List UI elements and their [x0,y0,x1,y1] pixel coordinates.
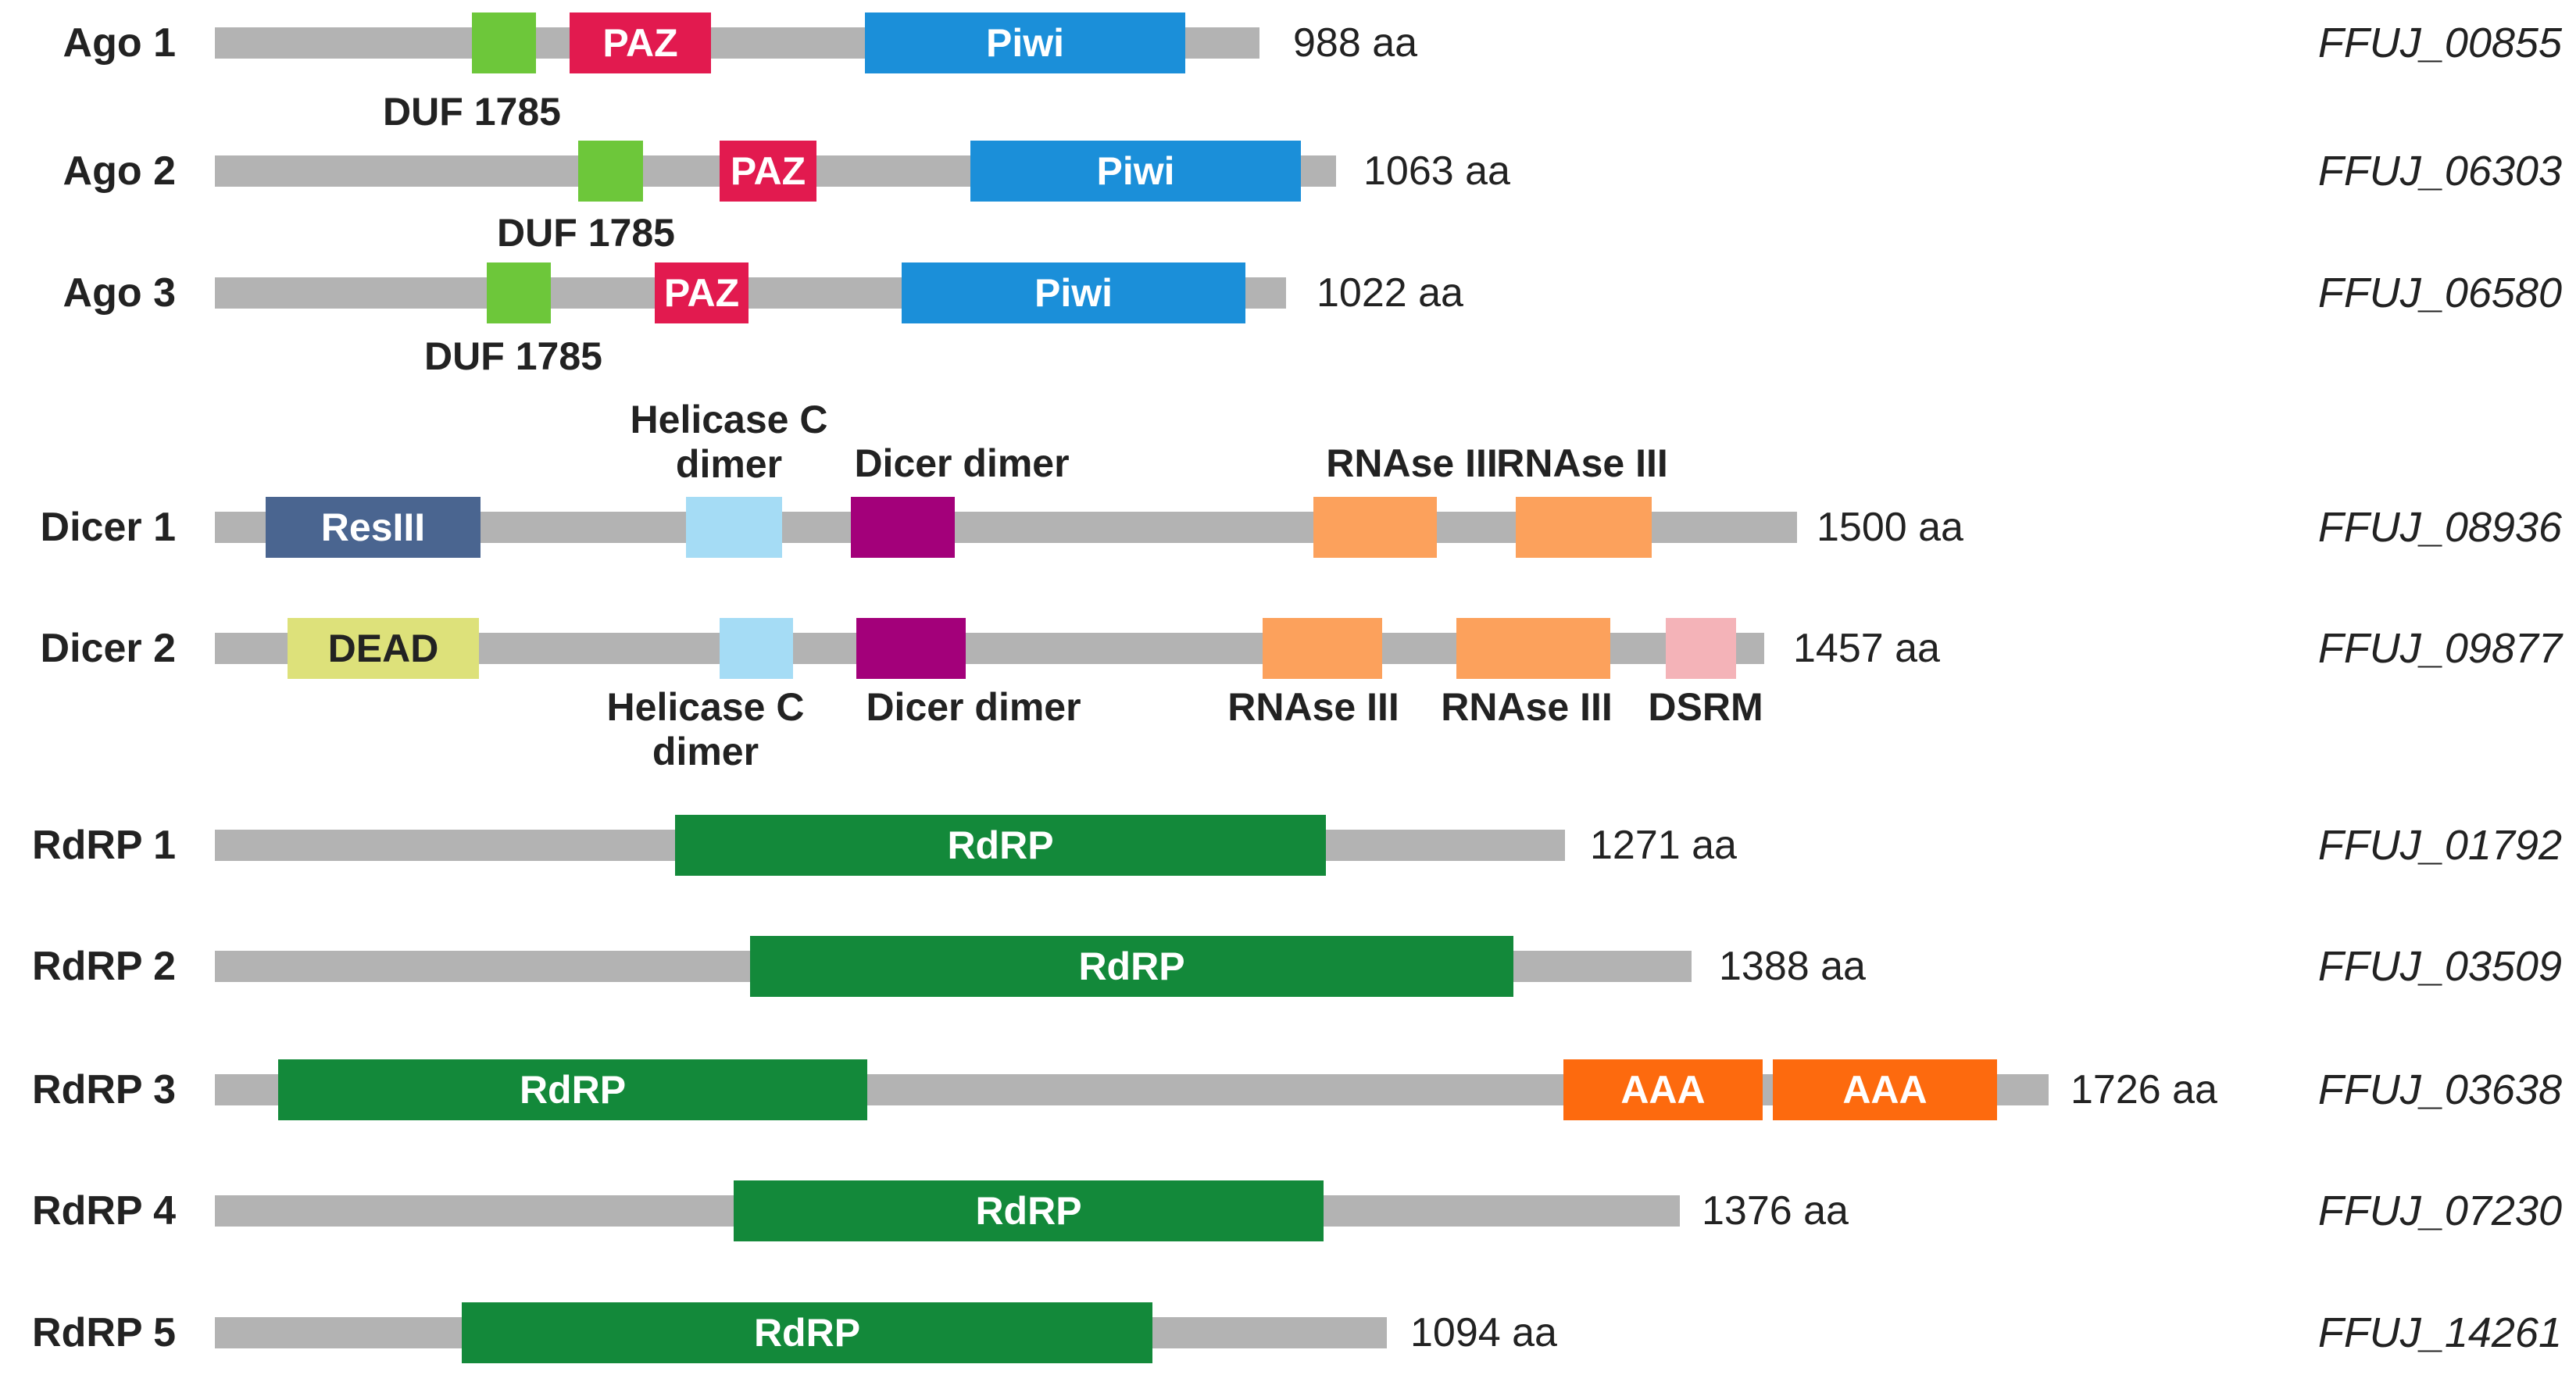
domain-aaa: AAA [1563,1059,1763,1120]
domain-dicer-dimer [851,497,955,558]
domain-label: Piwi [1034,271,1113,315]
accession-id: FFUJ_09877 [2317,625,2562,672]
domain-paz: PAZ [570,12,711,73]
protein-name: RdRP 5 [32,1310,176,1355]
domain-annotation-helicase-c-dimer: Helicase C dimer [630,398,828,486]
domain-annotation-rnase-iii: RNAse III [1326,441,1498,485]
domain-annotation-rnase-iii: RNAse III [1441,685,1613,729]
domain-annotation-dicer-dimer: Dicer dimer [854,441,1070,485]
protein-row-dicer-1: Dicer 1 ResIII 1500 aa FFUJ_08936 [0,497,2576,558]
domain-rdrp: RdRP [750,936,1513,997]
accession-id: FFUJ_06303 [2317,148,2562,195]
protein-row-rdrp-4: RdRP 4 RdRP 1376 aa FFUJ_07230 [0,1180,2576,1241]
domain-label: RdRP [975,1189,1082,1233]
domain-rdrp: RdRP [278,1059,867,1120]
protein-name: Ago 1 [63,20,176,66]
domain-label: AAA [1842,1068,1928,1112]
protein-name: Dicer 1 [40,505,176,550]
protein-length: 1500 aa [1817,505,1963,550]
domain-label: PAZ [730,149,806,193]
domain-label: RdRP [947,823,1054,867]
domain-label: PAZ [663,271,740,315]
protein-name: Dicer 2 [40,626,176,671]
domain-dead: DEAD [288,618,479,679]
domain-rdrp: RdRP [462,1302,1152,1363]
domain-annotation-dicer-dimer: Dicer dimer [866,685,1081,729]
protein-length: 1376 aa [1702,1188,1849,1234]
domain-annotation-duf-1785: DUF 1785 [497,211,675,255]
domain-label: Piwi [1096,149,1175,193]
protein-length: 1271 aa [1590,823,1737,868]
domain-label: RdRP [1078,945,1185,988]
protein-name: RdRP 3 [32,1067,176,1112]
domain-aaa: AAA [1773,1059,1997,1120]
domain-label: DEAD [327,627,439,670]
protein-row-rdrp-2: RdRP 2 RdRP 1388 aa FFUJ_03509 [0,936,2576,997]
protein-length: 988 aa [1293,20,1418,66]
domain-label: AAA [1620,1068,1706,1112]
protein-row-rdrp-5: RdRP 5 RdRP 1094 aa FFUJ_14261 [0,1302,2576,1363]
domain-rnase-iii [1313,497,1437,558]
domain-piwi: Piwi [865,12,1185,73]
domain-paz: PAZ [655,262,749,323]
accession-id: FFUJ_07230 [2317,1187,2562,1234]
accession-id: FFUJ_08936 [2317,504,2562,551]
domain-annotation-rnase-iii: RNAse III [1227,685,1399,729]
protein-length: 1726 aa [2070,1067,2217,1112]
accession-id: FFUJ_06580 [2317,270,2562,316]
accession-id: FFUJ_00855 [2317,20,2562,66]
protein-length: 1022 aa [1317,270,1463,316]
accession-id: FFUJ_14261 [2317,1309,2562,1356]
protein-row-ago-1: Ago 1 PAZ Piwi 988 aa FFUJ_00855 [0,12,2576,73]
protein-row-dicer-2: Dicer 2 DEAD 1457 aa FFUJ_09877 [0,618,2576,679]
domain-label: PAZ [602,21,678,65]
domain-resiii: ResIII [266,497,481,558]
domain-annotation-helicase-c-dimer: Helicase C dimer [606,685,805,773]
domain-label: Piwi [985,21,1065,65]
domain-annotation-duf-1785: DUF 1785 [383,90,561,134]
domain-piwi: Piwi [902,262,1245,323]
protein-length: 1094 aa [1410,1310,1557,1355]
protein-name: Ago 2 [63,148,176,194]
protein-name: RdRP 2 [32,944,176,989]
domain-piwi: Piwi [970,141,1301,202]
domain-rnase-iii [1263,618,1382,679]
domain-rnase-iii [1516,497,1652,558]
domain-rdrp: RdRP [734,1180,1324,1241]
protein-row-rdrp-3: RdRP 3 RdRP AAA AAA 1726 aa FFUJ_03638 [0,1059,2576,1120]
domain-annotation-duf-1785: DUF 1785 [424,334,602,378]
domain-rdrp: RdRP [675,815,1326,876]
accession-id: FFUJ_01792 [2317,822,2562,869]
protein-row-ago-3: Ago 3 PAZ Piwi 1022 aa FFUJ_06580 [0,262,2576,323]
domain-paz: PAZ [720,141,816,202]
domain-duf-1785 [487,262,551,323]
domain-duf-1785 [472,12,536,73]
domain-annotation-rnase-iii: RNAse III [1496,441,1668,485]
domain-label: RdRP [753,1311,861,1355]
protein-name: RdRP 4 [32,1188,176,1234]
domain-dicer-dimer [856,618,966,679]
domain-rnase-iii [1456,618,1610,679]
protein-row-rdrp-1: RdRP 1 RdRP 1271 aa FFUJ_01792 [0,815,2576,876]
protein-length: 1457 aa [1793,626,1940,671]
protein-length: 1388 aa [1719,944,1866,989]
protein-length: 1063 aa [1363,148,1510,194]
protein-name: RdRP 1 [32,823,176,868]
domain-annotation-dsrm: DSRM [1648,685,1763,729]
domain-duf-1785 [578,141,643,202]
protein-row-ago-2: Ago 2 PAZ Piwi 1063 aa FFUJ_06303 [0,141,2576,202]
domain-label: ResIII [320,505,426,549]
protein-name: Ago 3 [63,270,176,316]
accession-id: FFUJ_03638 [2317,1066,2562,1113]
domain-dsrm [1666,618,1736,679]
domain-label: RdRP [519,1068,627,1112]
domain-helicase-c-dimer [720,618,793,679]
accession-id: FFUJ_03509 [2317,943,2562,990]
domain-helicase-c-dimer [686,497,782,558]
